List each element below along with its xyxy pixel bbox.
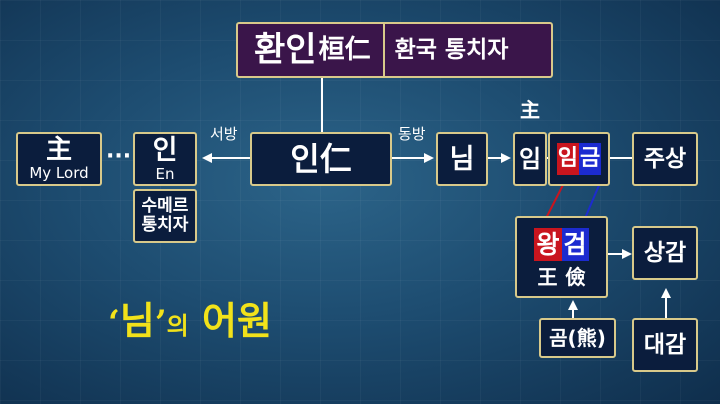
footer-rest: 어원 [188, 298, 272, 343]
im-text: 임 [518, 145, 542, 173]
wanggeom-row: 왕 검 [534, 227, 589, 261]
imgeum-geum: 금 [579, 143, 602, 175]
gom-box: 곰(熊) [539, 318, 616, 358]
jusang-box: 주상 [632, 132, 698, 186]
in-west-roman: En [155, 164, 175, 183]
footer-quote-close: ’ [154, 303, 167, 343]
in-west-name: 인 [152, 134, 178, 166]
arrow-west-label: 서방 [210, 125, 238, 143]
wanggeom-hanja-row: 王 儉 [538, 267, 586, 287]
in-west-desc-line2: 통치자 [141, 215, 189, 235]
lord-box: 主 My Lord [16, 132, 102, 186]
in-west-box: 인 En [133, 132, 197, 186]
im-hanja: 主 [520, 98, 540, 122]
footer-quote-open: ‘ [108, 303, 120, 343]
imgeum-box: 임 금 [548, 132, 610, 186]
in-west-desc-line1: 수메르 [141, 196, 189, 217]
footer-particle: 의 [166, 311, 189, 340]
title-hanja: 桓仁 [318, 35, 371, 65]
wanggeom-box: 왕 검 王 儉 [515, 216, 608, 298]
title-description: 환국 통치자 [394, 36, 509, 63]
im-box: 임 [513, 132, 547, 186]
in-west-desc-box: 수메르 통치자 [133, 189, 197, 243]
footer-word: 님 [119, 298, 155, 343]
title-divider [382, 24, 385, 76]
title-box: 환인 桓仁 환국 통치자 [236, 22, 553, 78]
title-name: 환인 [254, 30, 317, 70]
lord-english: My Lord [29, 164, 89, 182]
jusang-text: 주상 [643, 145, 687, 172]
ellipsis: ··· [106, 144, 132, 169]
wanggeom-geom: 검 [561, 227, 589, 261]
sanggam-box: 상감 [632, 226, 698, 280]
wanggeom-wang: 왕 [534, 227, 562, 261]
in-center-box: 인仁 [250, 132, 392, 186]
in-center-text: 인仁 [290, 140, 352, 178]
nim-text: 님 [449, 143, 475, 175]
sanggam-text: 상감 [643, 239, 687, 266]
gom-text: 곰(熊) [549, 326, 606, 350]
nim-box: 님 [436, 132, 488, 186]
imgeum-im: 임 [556, 143, 579, 175]
wanggeom-hanja-wang: 王 [537, 264, 558, 289]
footer-caption: ‘ 님 ’ 의 어원 [108, 290, 272, 348]
lord-hanja: 主 [45, 135, 72, 165]
wanggeom-hanja-geom: 儉 [565, 264, 586, 289]
daegam-text: 대감 [643, 331, 687, 358]
arrow-east-label: 동방 [398, 125, 426, 143]
daegam-box: 대감 [632, 318, 698, 372]
